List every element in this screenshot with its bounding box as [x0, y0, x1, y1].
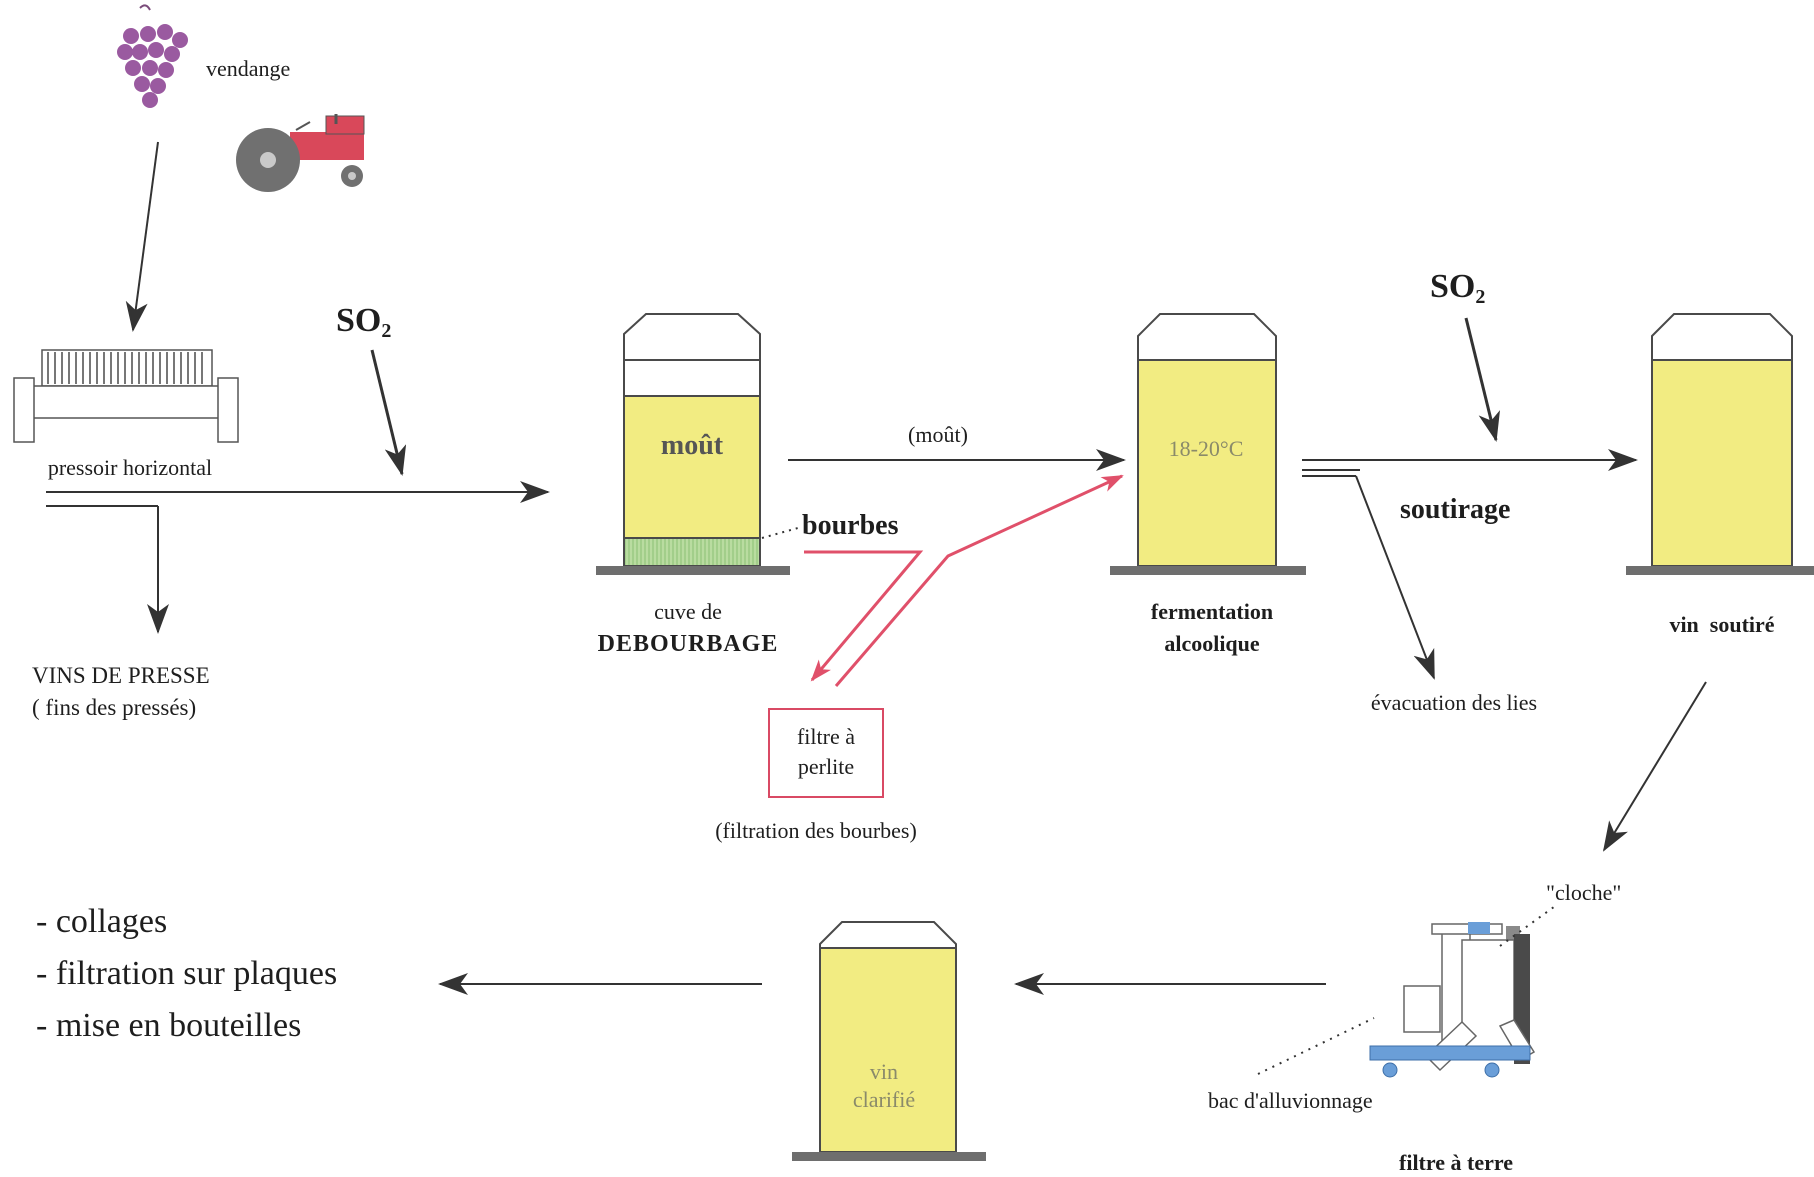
perlite-filter-caption: (filtration des bourbes)	[715, 818, 917, 843]
racked-wine-caption: vin soutiré	[1669, 612, 1775, 637]
tray-leader	[1257, 1017, 1375, 1075]
tank-base	[1110, 566, 1306, 575]
debourbage-tank	[596, 313, 790, 575]
so2-arrow-1	[370, 349, 407, 476]
tank-base	[792, 1152, 986, 1161]
press-wine-line1: VINS DE PRESSE	[32, 663, 210, 688]
bourbes-label: bourbes	[802, 510, 899, 541]
so2-arrow-2	[1464, 317, 1500, 442]
debourbage-caption: cuve de DEBOURBAGE	[598, 596, 779, 660]
fermentation-caption-line2: alcoolique	[1164, 631, 1260, 656]
earth-filter-icon	[1369, 922, 1536, 1078]
tank-base	[1626, 566, 1814, 575]
racked-wine-tank	[1626, 313, 1814, 575]
tractor-icon	[236, 114, 365, 192]
sediment-layer	[623, 537, 761, 567]
so2-sub: 2	[1475, 286, 1486, 308]
so2-label-2: SO2	[1430, 268, 1485, 309]
final-steps-list: - collages - filtration sur plaques - mi…	[36, 896, 337, 1052]
fermentation-tank-label: 18-20°C	[1168, 436, 1244, 461]
racking-label: soutirage	[1400, 494, 1511, 525]
perlite-filter-line1: filtre à	[796, 724, 856, 749]
bell-label: "cloche"	[1546, 880, 1622, 905]
so2-label-1: SO2	[336, 302, 391, 343]
debourbage-caption-line2: DEBOURBAGE	[597, 631, 779, 657]
harvest-label: vendange	[206, 56, 291, 81]
tank-base	[596, 566, 790, 575]
must-arrow-label: (moût)	[908, 422, 968, 447]
press-label: pressoir horizontal	[47, 455, 213, 480]
lees-arrow	[1355, 475, 1435, 680]
lees-label: évacuation des lies	[1370, 690, 1538, 715]
clarified-wine-line1: vin	[869, 1059, 899, 1084]
final-step-item: - collages	[36, 903, 168, 940]
final-step-item: - filtration sur plaques	[36, 955, 338, 992]
to-perlite-arrow	[804, 550, 924, 682]
final-step-item: - mise en bouteilles	[36, 1007, 302, 1044]
to-earth-filter-arrow	[1602, 681, 1707, 852]
harvest-arrow	[125, 141, 159, 332]
bourbes-leader	[761, 527, 799, 539]
grape-icon	[117, 4, 188, 108]
so2-sub: 2	[381, 320, 392, 342]
clarified-wine-label: vin clarifié	[853, 1058, 915, 1114]
earth-filter-caption: filtre à terre	[1399, 1150, 1513, 1175]
debourbage-tank-label: moût	[660, 430, 724, 461]
fermentation-caption: fermentation alcoolique	[1151, 596, 1273, 660]
perlite-filter-box	[768, 708, 884, 798]
tray-label: bac d'alluvionnage	[1208, 1088, 1373, 1113]
so2-base: SO	[336, 302, 382, 339]
debourbage-caption-line1: cuve de	[654, 599, 722, 624]
press-wine-line2: ( fins des pressés)	[32, 695, 197, 720]
clarified-wine-tank	[792, 921, 986, 1161]
so2-base: SO	[1430, 268, 1476, 305]
perlite-filter-label: filtre à perlite	[797, 722, 855, 782]
fermentation-tank	[1110, 313, 1306, 575]
perlite-filter-line2: perlite	[797, 754, 855, 779]
clarified-wine-line2: clarifié	[852, 1087, 916, 1112]
press-icon	[13, 349, 239, 443]
fermentation-caption-line1: fermentation	[1150, 599, 1274, 624]
from-perlite-arrow	[834, 474, 1124, 687]
press-wine-label: VINS DE PRESSE ( fins des pressés)	[32, 660, 210, 724]
